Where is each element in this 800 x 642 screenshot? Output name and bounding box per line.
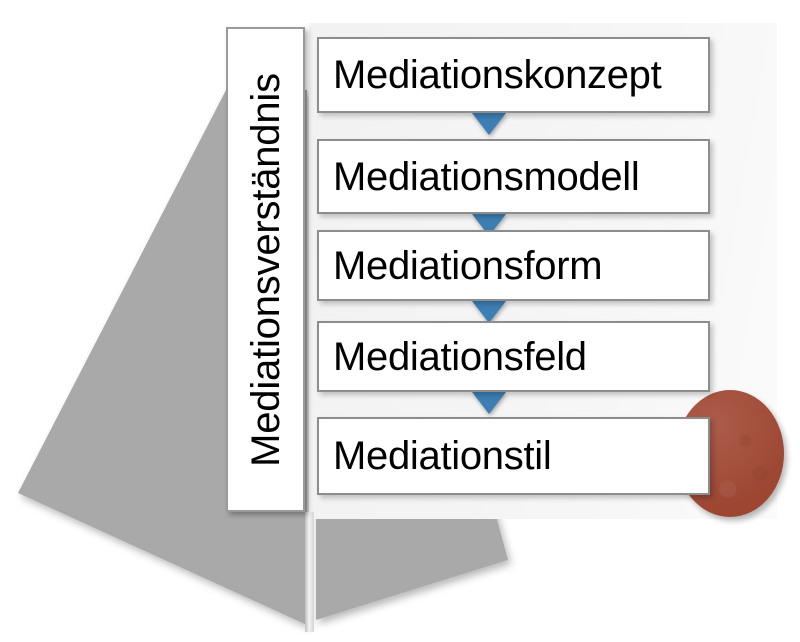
pyramid-seam [305, 512, 314, 632]
down-arrow-icon [472, 113, 506, 135]
vertical-title-label: Mediationsverständnis [243, 72, 288, 467]
level-box-mediationsfeld[interactable]: Mediationsfeld [317, 321, 710, 392]
red-circle-accent [676, 390, 784, 517]
level-box-label: Mediationsmodell [333, 154, 640, 199]
level-box-label: Mediationsform [333, 243, 603, 288]
down-arrow-icon [472, 301, 506, 323]
level-box-mediationskonzept[interactable]: Mediationskonzept [317, 37, 710, 113]
level-box-label: Mediationsfeld [333, 334, 587, 379]
level-box-label: Mediationstil [333, 434, 552, 478]
down-arrow-icon [472, 392, 506, 414]
level-box-mediationstil[interactable]: Mediationstil [317, 417, 710, 495]
vertical-title-plate: Mediationsverständnis [226, 27, 305, 512]
level-box-mediationsmodell[interactable]: Mediationsmodell [317, 139, 710, 214]
level-box-label: Mediationskonzept [333, 53, 662, 97]
level-box-mediationsform[interactable]: Mediationsform [317, 230, 710, 301]
